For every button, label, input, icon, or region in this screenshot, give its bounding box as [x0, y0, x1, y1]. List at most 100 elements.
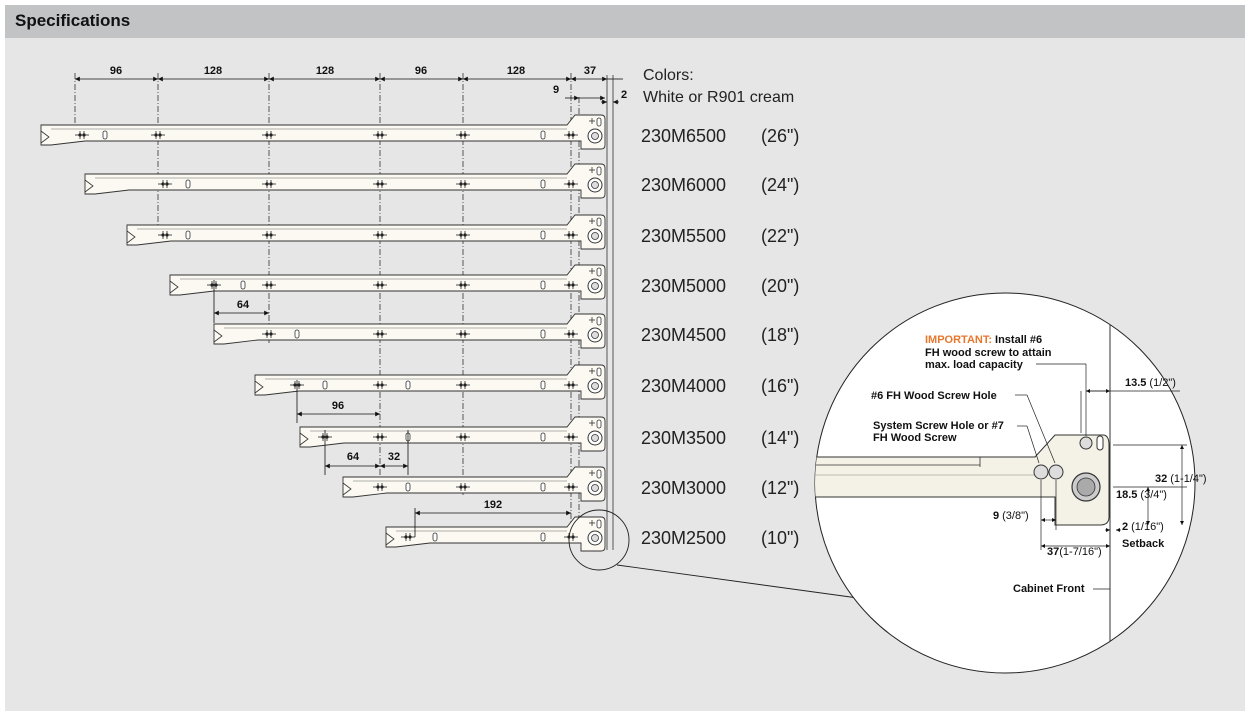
- slot-hole: [540, 329, 546, 339]
- model-code: 230M3500: [641, 428, 726, 448]
- slot-hole: [405, 380, 411, 390]
- dim-64-b: 64: [347, 451, 360, 463]
- section-title: Specifications: [15, 11, 131, 30]
- screw-hole: [262, 231, 276, 239]
- model-code: 230M6000: [641, 175, 726, 195]
- dim-32-label: 32(1-1/4"): [1155, 473, 1207, 485]
- slot-hole: [405, 482, 411, 492]
- screw-hole: [158, 231, 172, 239]
- dim-18-5-label: 18.5(3/4"): [1116, 489, 1167, 501]
- screw-hole: [456, 180, 470, 188]
- screw-hole: [151, 131, 165, 139]
- model-code: 230M4000: [641, 376, 726, 396]
- model-code: 230M5000: [641, 276, 726, 296]
- drawer-slide: [385, 516, 606, 552]
- dim-96-b: 96: [415, 65, 427, 77]
- slot-hole: [294, 329, 300, 339]
- dim-128-b: 128: [316, 65, 334, 77]
- slot-hole: [102, 130, 108, 140]
- screw-hole: [373, 381, 387, 389]
- drawer-slide: [254, 364, 606, 400]
- top-dimension-chain: [75, 76, 623, 105]
- screw-hole: [564, 281, 578, 289]
- drawer-slide: [342, 466, 606, 502]
- model-labels: 230M6500 (26") 230M6000 (24") 230M5500 (22") 2…: [641, 126, 799, 548]
- slot-hole: [240, 280, 246, 290]
- drawer-slide: [213, 313, 606, 349]
- screw-hole: [456, 433, 470, 441]
- screw-hole: [564, 180, 578, 188]
- model-code: 230M2500: [641, 528, 726, 548]
- system-hole-label-2: FH Wood Screw: [873, 432, 957, 444]
- dim-9-label: 9(3/8"): [993, 510, 1029, 522]
- screw-hole: [456, 131, 470, 139]
- model-code: 230M4500: [641, 325, 726, 345]
- model-length: (22"): [761, 226, 799, 246]
- model-length: (24"): [761, 175, 799, 195]
- screw-hole: [456, 231, 470, 239]
- slot-hole: [540, 179, 546, 189]
- model-length: (26"): [761, 126, 799, 146]
- screw-hole: [373, 433, 387, 441]
- detail-magnifier: IMPORTANT:Install #6 FH wood screw to at…: [814, 292, 1207, 674]
- setback-label: Setback: [1122, 538, 1165, 550]
- drawer-slide: [84, 163, 606, 199]
- screw-hole: [456, 330, 470, 338]
- screw-hole: [564, 433, 578, 441]
- screw-hole: [262, 131, 276, 139]
- slot-hole: [185, 230, 191, 240]
- dim-32: 32: [388, 451, 400, 463]
- dim-128-a: 128: [204, 65, 222, 77]
- slot-hole: [540, 130, 546, 140]
- dim-9: 9: [553, 84, 559, 96]
- slot-hole: [540, 280, 546, 290]
- dim-96-c: 96: [332, 400, 344, 412]
- detail-callout: [568, 509, 888, 603]
- screw-hole: [401, 533, 415, 541]
- screw-hole: [373, 483, 387, 491]
- screw-hole: [564, 330, 578, 338]
- section-header: Specifications: [5, 5, 1245, 38]
- colors-value: White or R901 cream: [643, 89, 794, 106]
- model-length: (18"): [761, 325, 799, 345]
- model-code: 230M6500: [641, 126, 726, 146]
- slot-hole: [540, 532, 546, 542]
- drawer-slide-diagram: 96 128 128 96 128 37 9 2 Colors: White o…: [40, 65, 1207, 674]
- dim-128-c: 128: [507, 65, 525, 77]
- screw-hole: [456, 483, 470, 491]
- slot-hole: [185, 179, 191, 189]
- dim-37: 37: [584, 65, 596, 77]
- model-length: (12"): [761, 478, 799, 498]
- system-hole-label-1: System Screw Hole or #7: [873, 420, 1004, 432]
- inner-dimensions: [213, 280, 571, 537]
- slot-hole: [540, 482, 546, 492]
- screw-hole: [262, 281, 276, 289]
- screw-hole: [373, 180, 387, 188]
- colors-label: Colors:: [643, 67, 694, 84]
- dim-192: 192: [484, 499, 502, 511]
- model-code: 230M5500: [641, 226, 726, 246]
- drawer-slide: [169, 264, 606, 300]
- screw-hole: [564, 381, 578, 389]
- dim-96-a: 96: [110, 65, 122, 77]
- screw-hole: [373, 281, 387, 289]
- screw-hole: [564, 483, 578, 491]
- screw-hole: [158, 180, 172, 188]
- model-code: 230M3000: [641, 478, 726, 498]
- important-note-line3: max. load capacity: [925, 359, 1024, 371]
- slot-hole: [540, 380, 546, 390]
- important-note-line1: IMPORTANT:Install #6: [925, 334, 1042, 346]
- model-length: (14"): [761, 428, 799, 448]
- drawer-slide: [126, 214, 606, 250]
- screw-hole: [564, 131, 578, 139]
- cabinet-front-label: Cabinet Front: [1013, 583, 1085, 595]
- screw-hole: [456, 281, 470, 289]
- drawer-slides: [40, 114, 606, 552]
- slot-hole: [540, 432, 546, 442]
- important-note-line2: FH wood screw to attain: [925, 347, 1052, 359]
- screw-hole: [456, 381, 470, 389]
- drawer-slide: [299, 416, 606, 452]
- drawer-slide: [40, 114, 606, 150]
- screw-hole: [373, 330, 387, 338]
- slot-hole: [322, 380, 328, 390]
